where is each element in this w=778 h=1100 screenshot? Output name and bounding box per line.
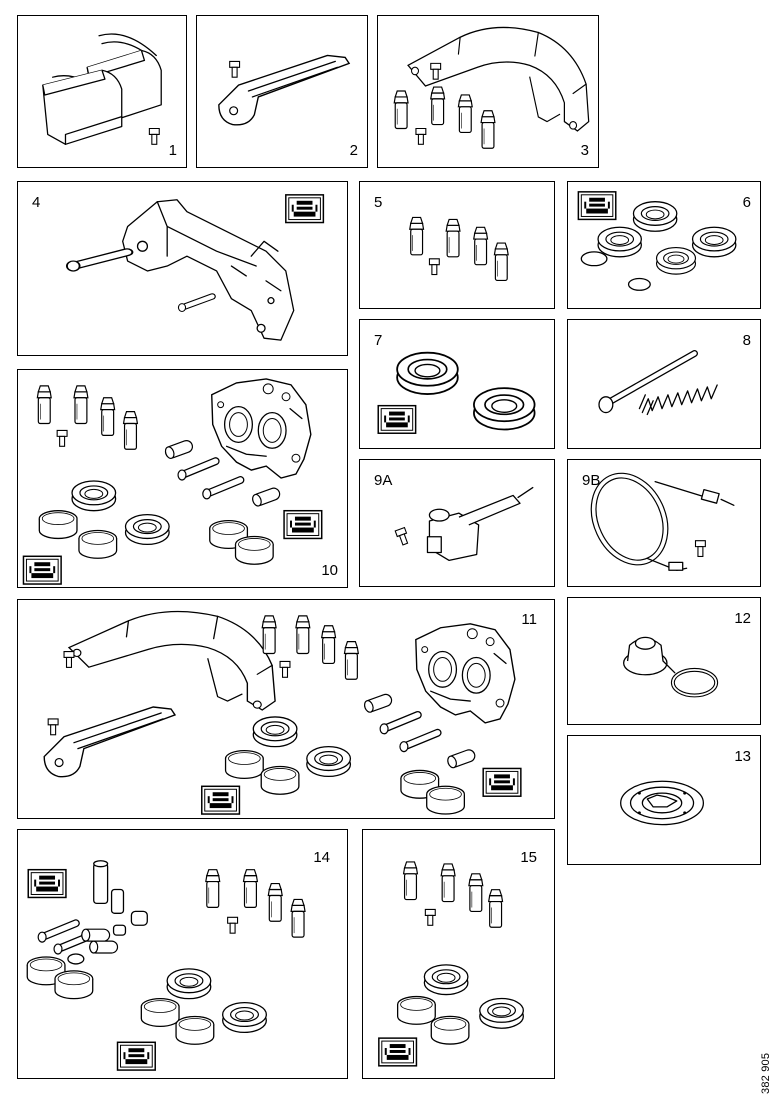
cable-drawing xyxy=(590,472,735,571)
book-icon xyxy=(285,194,325,224)
panel-number: 10 xyxy=(321,562,338,579)
bracket-plate-drawing xyxy=(218,54,350,126)
panel-2-bracket-plate: 2 xyxy=(196,15,368,168)
panel-13-complete-kit: 11 xyxy=(17,599,555,819)
anchor-bracket-drawing xyxy=(18,194,325,341)
book-icon xyxy=(377,404,417,434)
complete-kit-drawing xyxy=(43,610,522,815)
panel-number: 6 xyxy=(742,194,751,211)
panel-number: 8 xyxy=(742,332,751,349)
panel-number: 9B xyxy=(582,472,601,489)
book-icon xyxy=(283,509,323,540)
panel-number: 11 xyxy=(521,611,537,628)
book-icon xyxy=(116,1041,156,1071)
panel-number: 15 xyxy=(520,849,537,866)
cap-drawing xyxy=(623,636,719,698)
reference-number: 382 905 xyxy=(760,1052,772,1094)
panel-number: 5 xyxy=(374,194,383,211)
book-icon xyxy=(27,868,67,899)
repair-kit-drawing xyxy=(26,860,306,1071)
panel-9a-sensor: 9A xyxy=(359,459,555,587)
panel-8-spring-pin: 8 xyxy=(567,319,761,449)
panel-5-bolt-set: 5 xyxy=(359,181,555,309)
book-icon xyxy=(201,785,241,815)
panel-number: 9A xyxy=(374,472,393,489)
panel-number: 4 xyxy=(32,194,41,211)
book-icon xyxy=(482,767,522,797)
panel-number: 7 xyxy=(374,332,383,349)
book-icon xyxy=(577,191,617,221)
panel-7-seals: 7 xyxy=(359,319,555,449)
panel-1-brake-pads: 1 xyxy=(17,15,187,168)
bolt-set-drawing xyxy=(409,216,509,282)
panel-number: 13 xyxy=(734,748,751,765)
panel-11-shim: 13 xyxy=(567,735,761,865)
spring-pin-drawing xyxy=(598,350,718,416)
book-icon xyxy=(378,1037,418,1067)
brake-pads-drawing xyxy=(42,33,162,145)
panel-12-caliper-kit: 10 xyxy=(17,369,348,588)
caliper-kit-drawing xyxy=(22,378,323,585)
seal-bolt-kit-drawing xyxy=(378,861,524,1067)
panel-number: 1 xyxy=(168,142,177,159)
sensor-drawing xyxy=(394,486,534,562)
panel-15-seal-bolt-kit: 15 xyxy=(362,829,555,1079)
shim-drawing xyxy=(620,780,705,826)
seals-drawing xyxy=(377,351,536,434)
carrier-drawing xyxy=(393,26,590,149)
panel-9b-cable: 9B xyxy=(567,459,761,587)
panel-14-repair-kit: 14 xyxy=(17,829,348,1079)
panel-number: 3 xyxy=(580,142,589,159)
panel-number: 14 xyxy=(313,849,330,866)
seal-kit-drawing xyxy=(577,191,737,291)
panel-4-anchor-bracket: 4 xyxy=(17,181,348,356)
panel-6-seal-kit: 6 xyxy=(567,181,761,309)
panel-3-carrier-bolts: 3 xyxy=(377,15,599,168)
panel-number: 2 xyxy=(349,142,358,159)
panel-number: 12 xyxy=(734,610,751,627)
panel-10-cap: 12 xyxy=(567,597,761,725)
book-icon xyxy=(22,555,62,585)
